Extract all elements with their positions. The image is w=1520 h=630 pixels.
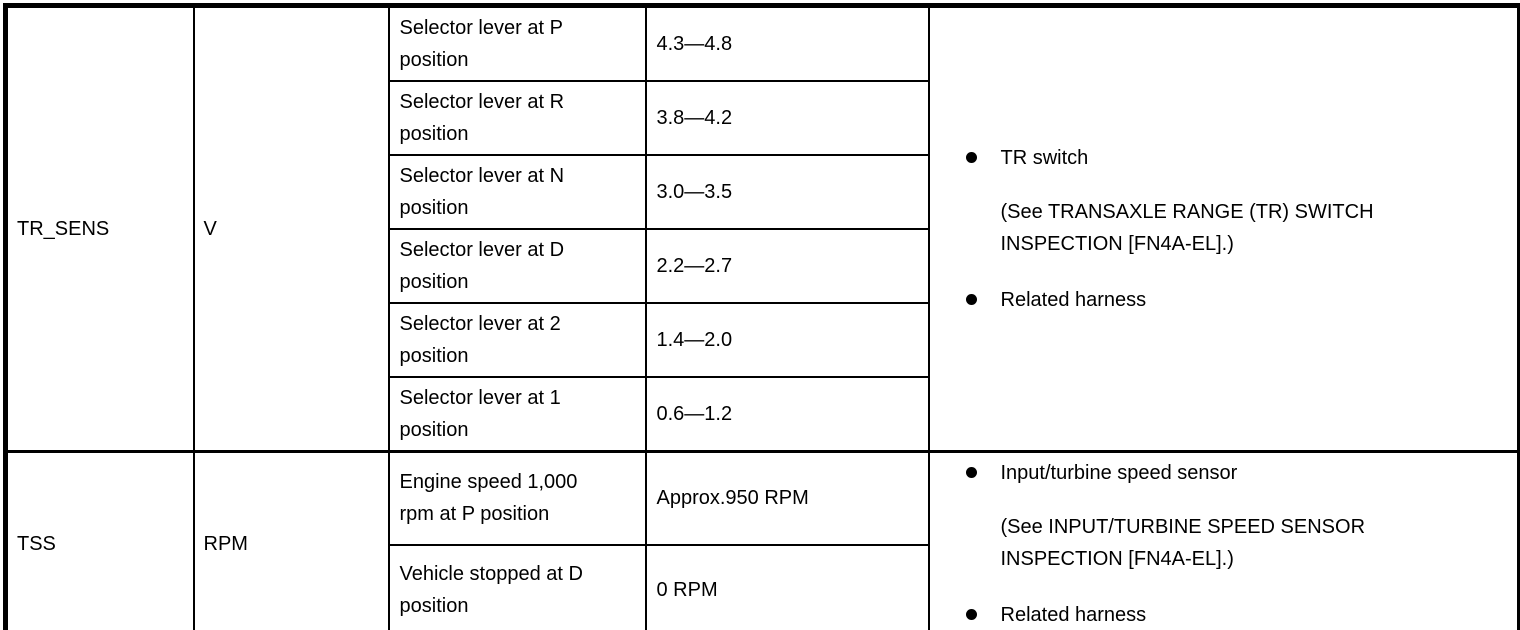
value-cell: 2.2—2.7 xyxy=(644,228,930,304)
table-row: TSS RPM Engine speed 1,000 rpm at P posi… xyxy=(4,450,1520,630)
table-row: TR_SENS V Selector lever at P position 4… xyxy=(4,4,1520,453)
note-body: TR switch (See TRANSAXLE RANGE (TR) SWIT… xyxy=(1001,142,1374,260)
note-item: TR switch (See TRANSAXLE RANGE (TR) SWIT… xyxy=(965,142,1508,260)
note-detail: (See TRANSAXLE RANGE (TR) SWITCH INSPECT… xyxy=(1000,201,1374,255)
table-row: Selector lever at D position 2.2—2.7 xyxy=(6,228,1520,304)
note-item: Input/turbine speed sensor (See INPUT/TU… xyxy=(965,457,1508,575)
notes-cell-tss: Input/turbine speed sensor (See INPUT/TU… xyxy=(927,450,1520,630)
note-label: Related harness xyxy=(1000,289,1147,311)
note-item: Related harness xyxy=(965,599,1508,630)
table-row: Selector lever at R position 3.8—4.2 xyxy=(6,80,1520,156)
condition-cell: Selector lever at N position xyxy=(387,154,647,230)
signal-cell-tr-sens: TR_SENS xyxy=(4,4,195,453)
condition-cell: Selector lever at 1 position xyxy=(387,376,647,453)
pid-monitor-table: TR_SENS V Selector lever at P position 4… xyxy=(3,3,1520,630)
bullet-icon xyxy=(965,467,977,478)
value-cell: 0.6—1.2 xyxy=(644,376,930,453)
table-row: Selector lever at 1 position 0.6—1.2 xyxy=(6,376,1520,453)
table-row: Vehicle stopped at D position 0 RPM xyxy=(6,543,1520,630)
unit-cell-tss: RPM xyxy=(192,450,390,630)
condition-cell: Selector lever at R position xyxy=(387,80,647,156)
note-label: Related harness xyxy=(1000,604,1147,626)
note-body: Related harness xyxy=(1001,284,1147,316)
condition-cell: Selector lever at P position xyxy=(387,4,647,82)
value-cell: 1.4—2.0 xyxy=(644,302,930,378)
note-label: Input/turbine speed sensor xyxy=(1000,462,1238,484)
value-cell: 0 RPM xyxy=(644,543,930,630)
note-body: Related harness xyxy=(1001,599,1147,630)
unit-cell-tr-sens: V xyxy=(192,4,390,453)
notes-cell-tr-sens: TR switch (See TRANSAXLE RANGE (TR) SWIT… xyxy=(927,4,1520,453)
note-detail: (See INPUT/TURBINE SPEED SENSOR INSPECTI… xyxy=(1000,516,1366,570)
table-row: Selector lever at 2 position 1.4—2.0 xyxy=(6,302,1520,378)
bullet-icon xyxy=(965,294,977,305)
condition-cell: Selector lever at 2 position xyxy=(387,302,647,378)
signal-cell-tss: TSS xyxy=(4,450,195,630)
condition-cell: Engine speed 1,000 rpm at P position xyxy=(387,450,647,546)
value-cell: Approx.950 RPM xyxy=(644,450,930,546)
table-row: Selector lever at N position 3.0—3.5 xyxy=(6,154,1520,230)
bullet-icon xyxy=(965,609,977,620)
value-cell: 4.3—4.8 xyxy=(644,4,930,82)
value-cell: 3.8—4.2 xyxy=(644,80,930,156)
note-body: Input/turbine speed sensor (See INPUT/TU… xyxy=(1001,457,1366,575)
condition-cell: Selector lever at D position xyxy=(387,228,647,304)
bullet-icon xyxy=(965,152,977,163)
note-label: TR switch xyxy=(1000,147,1089,169)
value-cell: 3.0—3.5 xyxy=(644,154,930,230)
note-item: Related harness xyxy=(965,284,1508,316)
condition-cell: Vehicle stopped at D position xyxy=(387,543,647,630)
